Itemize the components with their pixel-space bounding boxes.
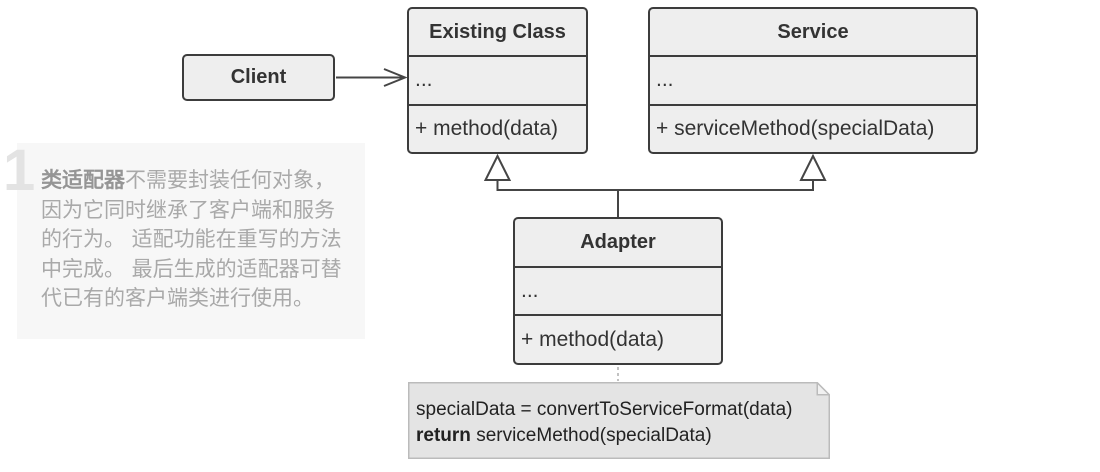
hollow-triangle-icon — [799, 153, 827, 181]
annotation-line: 的行为。 适配功能在重写的方法 — [41, 227, 342, 251]
adapter-class-name: Adapter — [580, 230, 656, 253]
existing-class-fields: ... — [409, 55, 586, 103]
open-arrowhead-icon — [383, 68, 408, 87]
hollow-triangle-icon — [483, 153, 512, 181]
service-class-name: Service — [777, 20, 849, 43]
existing-class: Existing Class ... + method(data) — [407, 7, 588, 154]
adapter-class-methods: + method(data) — [515, 314, 721, 363]
code-note: specialData = convertToServiceFormat(dat… — [408, 382, 830, 459]
adapter-class: Adapter ... + method(data) — [513, 217, 723, 365]
association-arrow — [336, 68, 408, 87]
inheritance-arrow-existing-class — [483, 153, 512, 191]
note-code: specialData = convertToServiceFormat(dat… — [416, 397, 792, 449]
service-class-methods: + serviceMethod(specialData) — [650, 103, 976, 152]
existing-class-methods: + method(data) — [409, 103, 586, 152]
client-class-name: Client — [230, 66, 287, 88]
adapter-class-fields: ... — [515, 265, 721, 315]
annotation-line: 代已有的客户端类进行使用。 — [41, 286, 314, 310]
note-body — [408, 382, 830, 459]
note-shape — [408, 382, 830, 459]
annotation-panel — [17, 143, 365, 339]
service-class-fields: ... — [650, 55, 976, 103]
service-class: Service ... + serviceMethod(specialData) — [648, 7, 978, 154]
annotation-line: 类适配器不需要封装任何对象， — [41, 166, 342, 196]
annotation-line: 因为它同时继承了客户端和服务 — [41, 197, 335, 222]
client-class: Client — [182, 54, 335, 101]
note-folded-corner-icon — [816, 382, 830, 396]
annotation-line: 中完成。 最后生成的适配器可替 — [41, 256, 342, 281]
inheritance-arrow-service — [799, 153, 827, 191]
annotation-lead: 类适配器 — [41, 168, 125, 192]
note-return-expression: serviceMethod(specialData) — [476, 425, 712, 446]
step-number: 1 — [3, 138, 36, 203]
note-code-line: specialData = convertToServiceFormat(dat… — [416, 399, 793, 420]
existing-class-name: Existing Class — [429, 20, 566, 43]
note-code-line: return serviceMethod(specialData) — [416, 423, 792, 449]
note-return-keyword: return — [416, 425, 471, 446]
annotation-text: 类适配器不需要封装任何对象， 因为它同时继承了客户端和服务 的行为。 适配功能在… — [41, 166, 342, 314]
annotation-line-text: 不需要封装任何对象， — [125, 168, 335, 192]
